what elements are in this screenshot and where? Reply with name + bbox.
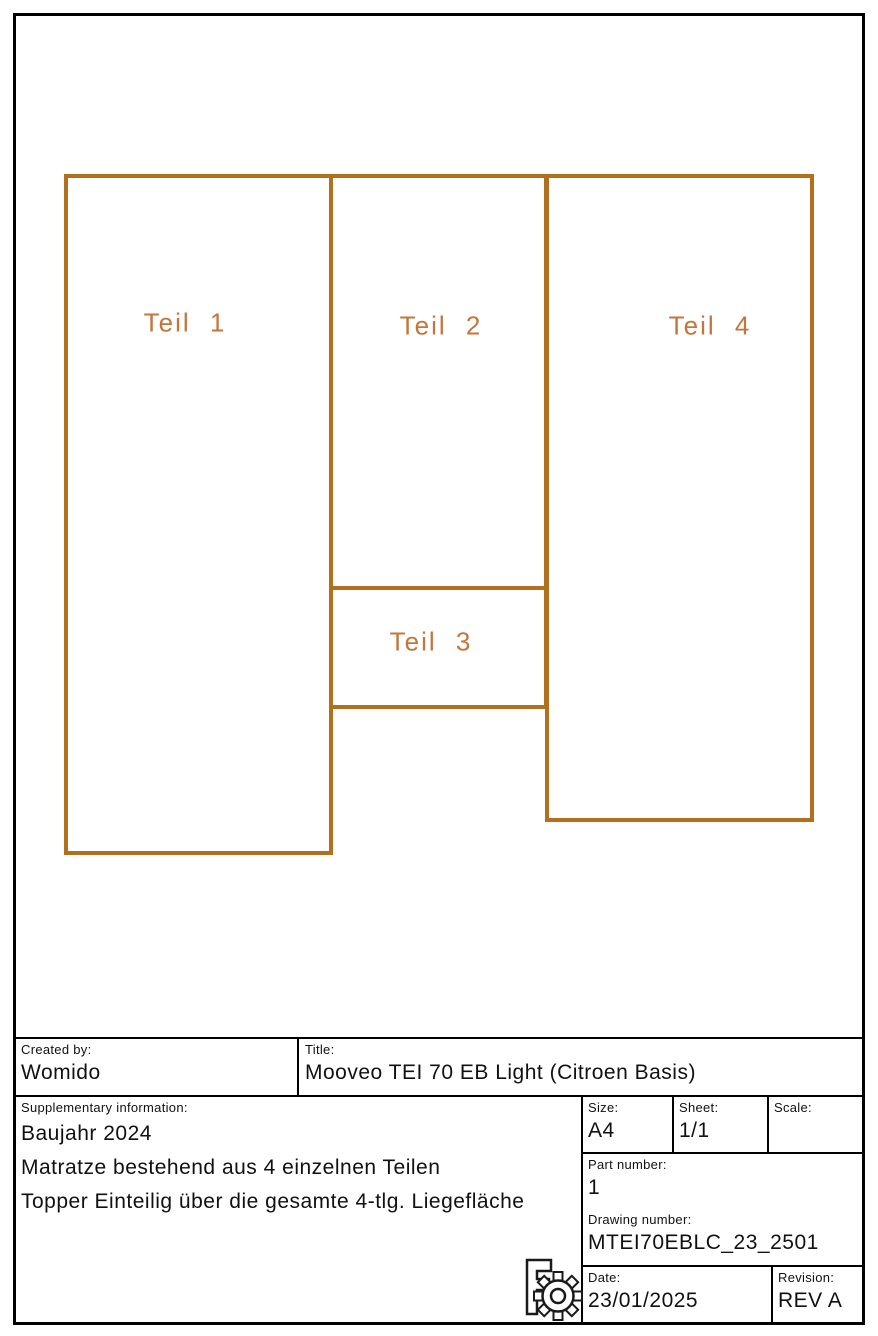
part-number-label: Part number: [588,1157,667,1172]
date-label: Date: [588,1270,621,1285]
sheet-label: Sheet: [679,1100,719,1115]
supplementary-cell: Supplementary information: Baujahr 2024 … [21,1100,524,1219]
part-label-teil-3: Teil 3 [389,626,473,657]
divider-date-revision [771,1265,773,1325]
sheet-cell: Sheet: 1/1 [679,1100,718,1144]
page-border [13,13,865,1325]
supplementary-line-3: Topper Einteilig über die gesamte 4-tlg.… [21,1190,525,1213]
size-cell: Size: A4 [588,1100,618,1144]
created-by-cell: Created by: Womido [21,1042,101,1086]
date-value: 23/01/2025 [588,1289,699,1312]
supplementary-label: Supplementary information: [21,1100,188,1115]
title-value: Mooveo TEI 70 EB Light (Citroen Basis) [305,1061,696,1084]
scale-cell: Scale: [774,1100,812,1118]
drawing-number-label: Drawing number: [588,1212,692,1227]
divider-size-sheet [672,1095,674,1154]
part-number-value: 1 [588,1176,601,1199]
part-number-cell: Part number: 1 [588,1157,667,1201]
titleblock-row1-bottom-line [14,1095,865,1097]
part-outline-teil-1 [64,174,333,855]
freecad-logo-icon [525,1258,583,1321]
part-label-teil-2: Teil 2 [399,310,483,341]
date-cell: Date: 23/01/2025 [588,1270,698,1314]
drawing-number-value: MTEI70EBLC_23_2501 [588,1231,819,1254]
revision-cell: Revision: REV A [778,1270,842,1314]
size-row-bottom-line [581,1152,865,1154]
part-outline-teil-2 [329,174,548,590]
size-value: A4 [588,1119,615,1142]
titleblock-top-line [14,1037,865,1039]
title-cell: Title: Mooveo TEI 70 EB Light (Citroen B… [305,1042,696,1086]
part-label-teil-4: Teil 4 [668,310,752,341]
scale-label: Scale: [774,1100,812,1115]
gear-icon [533,1271,583,1321]
drawing-number-cell: Drawing number: MTEI70EBLC_23_2501 [588,1212,819,1256]
divider-createdby-title [297,1037,299,1097]
title-label: Title: [305,1042,335,1057]
divider-sheet-scale [767,1095,769,1154]
created-by-value: Womido [21,1061,101,1084]
part-label-teil-1: Teil 1 [143,307,227,338]
divider-left-right-region [581,1095,583,1325]
sheet-value: 1/1 [679,1119,710,1142]
revision-label: Revision: [778,1270,835,1285]
revision-value: REV A [778,1289,843,1312]
supplementary-line-2: Matratze bestehend aus 4 einzelnen Teile… [21,1156,441,1179]
size-label: Size: [588,1100,619,1115]
supplementary-line-1: Baujahr 2024 [21,1122,152,1145]
created-by-label: Created by: [21,1042,92,1057]
part-outline-teil-4 [545,174,814,822]
date-row-top-line [581,1265,865,1267]
